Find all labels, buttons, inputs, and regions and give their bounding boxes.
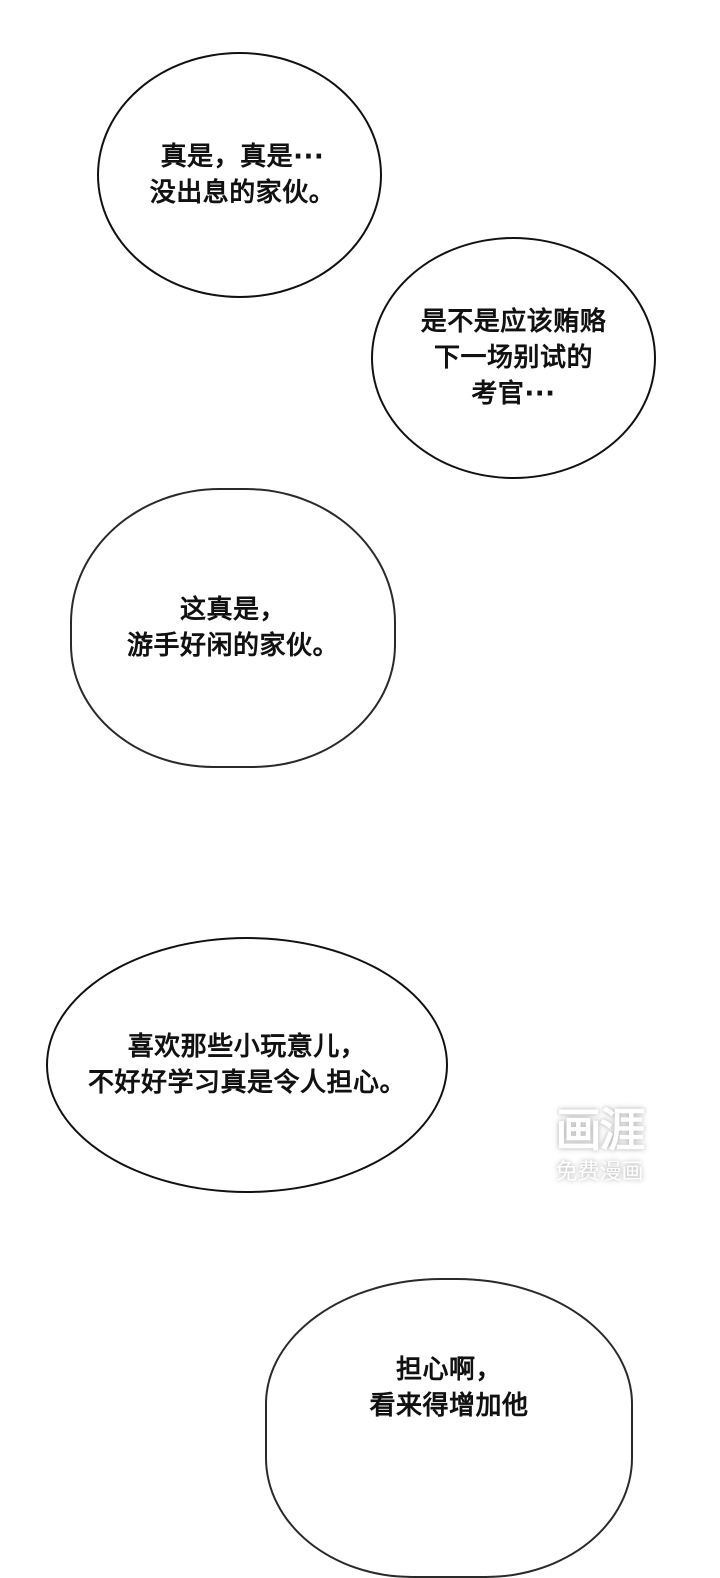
- watermark-logo: 画涯: [555, 1103, 646, 1157]
- speech-bubble-3: 这真是， 游手好闲的家伙。: [70, 488, 396, 768]
- speech-line: 没出息的家伙。: [149, 178, 336, 208]
- speech-line: 不好好学习真是令人担心。: [87, 1068, 406, 1098]
- speech-line: 这真是，: [179, 595, 286, 625]
- speech-text: 真是，真是··· 没出息的家伙。: [150, 139, 336, 211]
- speech-line: 游手好闲的家伙。: [126, 631, 339, 661]
- watermark-subtitle: 免费漫画: [555, 1160, 644, 1185]
- speech-line: 喜欢那些小玩意儿，: [127, 1032, 367, 1062]
- speech-bubble-1: 真是，真是··· 没出息的家伙。: [97, 52, 382, 298]
- speech-line: 是不是应该贿赂: [420, 307, 607, 337]
- speech-line: 真是，真是···: [160, 142, 325, 172]
- speech-bubble-5: 担心啊， 看来得增加他: [265, 1278, 633, 1578]
- speech-line: 考官···: [471, 379, 556, 409]
- speech-line: 下一场别试的: [433, 343, 593, 373]
- speech-bubble-4: 喜欢那些小玩意儿， 不好好学习真是令人担心。: [46, 937, 448, 1193]
- speech-line: 担心啊，: [395, 1355, 502, 1385]
- watermark: 画涯 免费漫画: [537, 1102, 662, 1202]
- speech-bubble-2: 是不是应该贿赂 下一场别试的 考官···: [371, 237, 656, 479]
- speech-line: 看来得增加他: [369, 1391, 529, 1421]
